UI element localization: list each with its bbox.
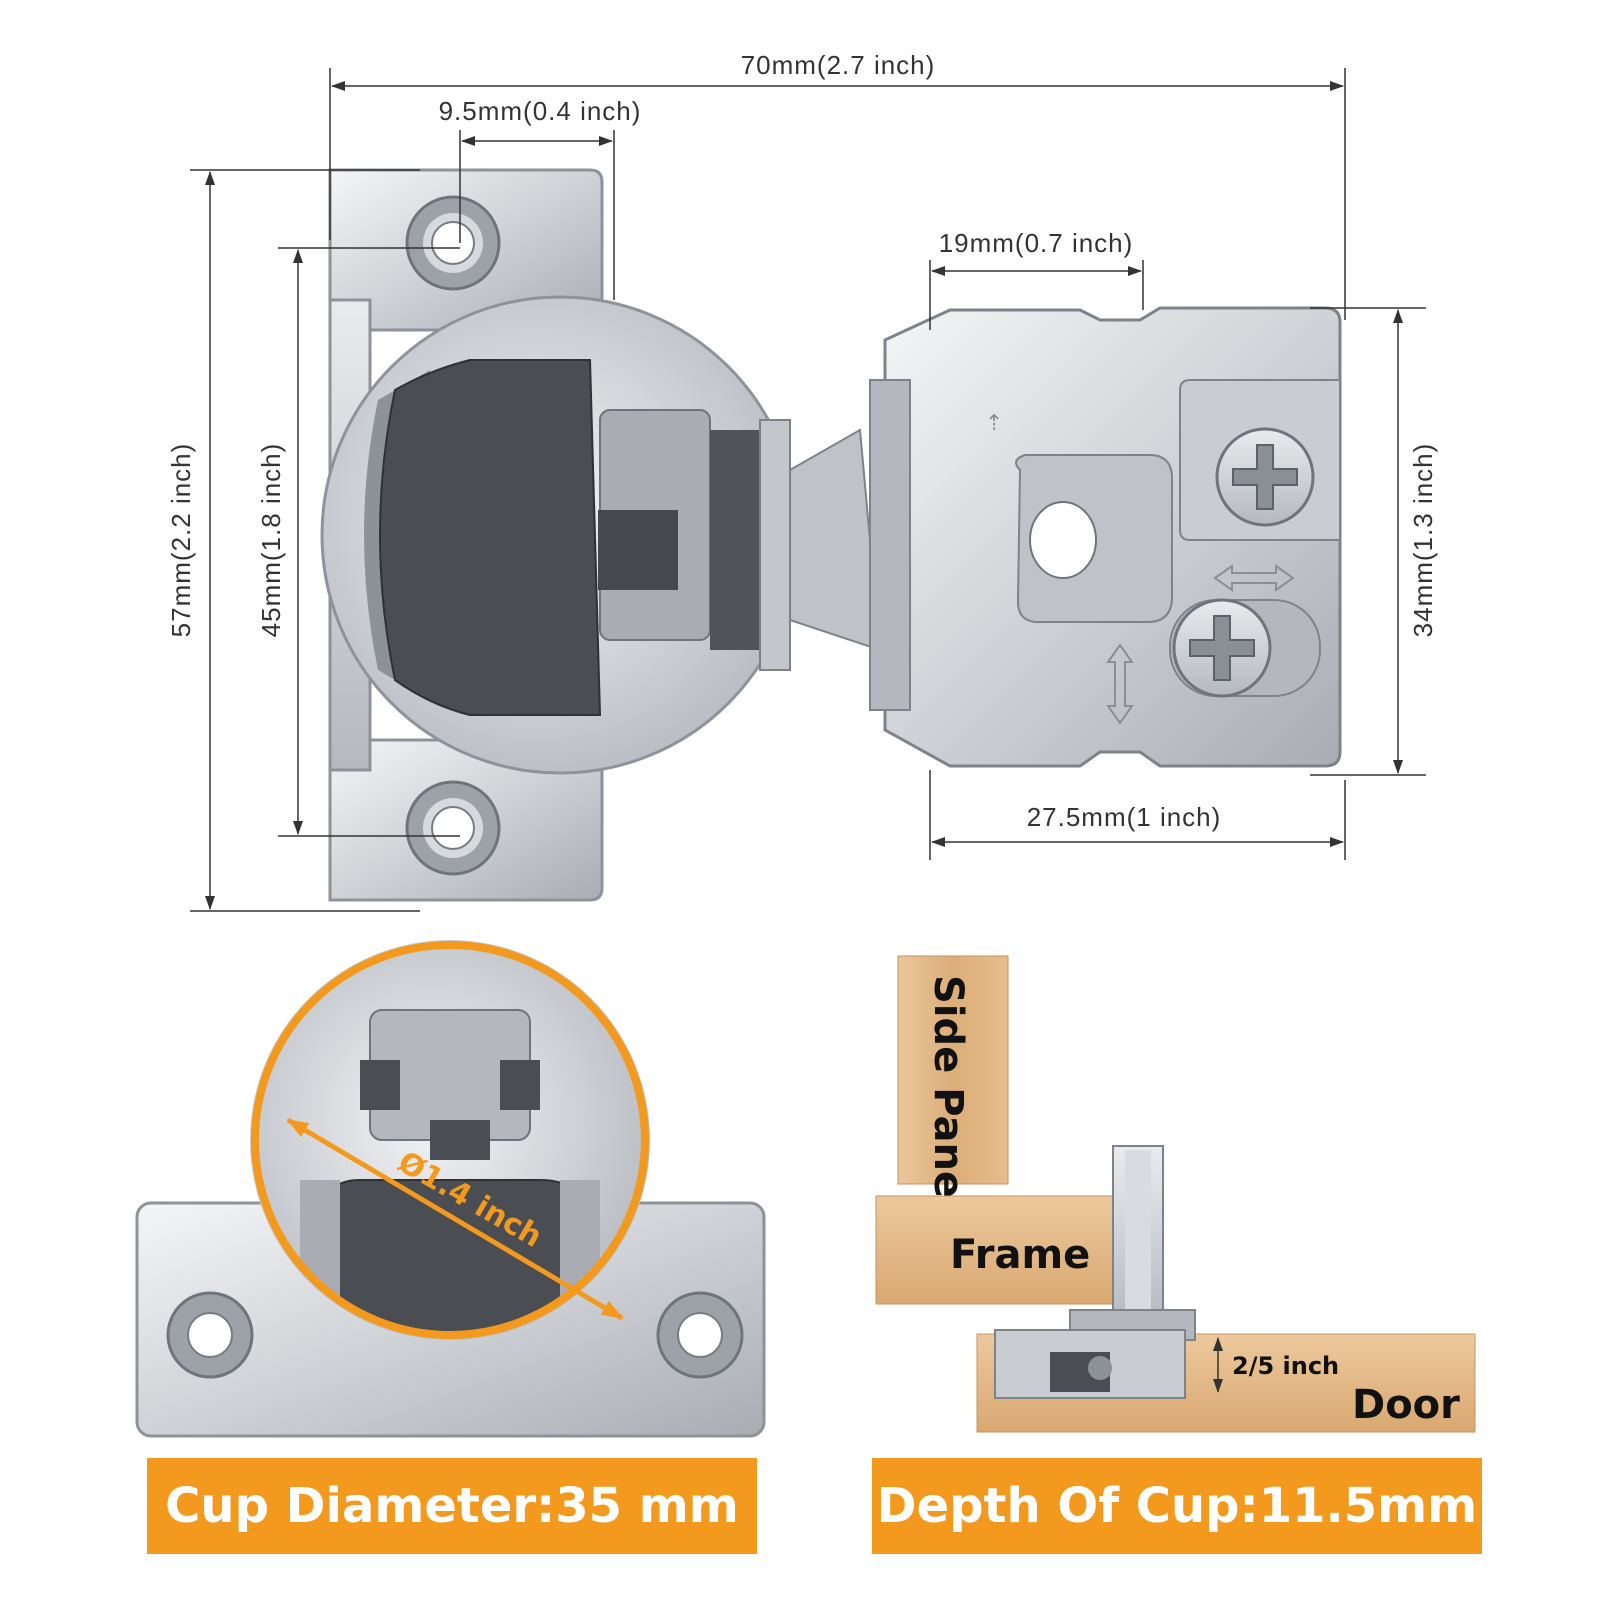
side-panel-label: Side Panel xyxy=(925,975,971,1212)
arm-height-label: 34mm(1.3 inch) xyxy=(1408,443,1438,638)
side-panel: Side Panel xyxy=(897,955,1009,1212)
cup-depth-banner: Depth Of Cup:11.5mm xyxy=(872,1458,1482,1554)
cup-depth-text: Depth Of Cup:11.5mm xyxy=(876,1478,1478,1534)
mounting-plate xyxy=(328,168,604,902)
vertical-adjust-arrow-icon xyxy=(1106,643,1134,725)
frame: Frame xyxy=(875,1195,1117,1305)
hole-spacing-label: 45mm(1.8 inch) xyxy=(256,443,286,638)
bottom-screw-hole xyxy=(405,780,501,876)
horizontal-adjust-arrow-icon xyxy=(1213,564,1295,592)
door-label: Door xyxy=(1352,1382,1460,1428)
arm-length-label: 27.5mm(1 inch) xyxy=(1027,802,1222,832)
overlay-label: 2/5 inch xyxy=(1232,1352,1339,1380)
overlay-dimension: 2/5 inch xyxy=(1213,1337,1339,1393)
dimension-lines xyxy=(190,68,1426,912)
plate-height-label: 57mm(2.2 inch) xyxy=(166,443,196,638)
hole-offset-label: 9.5mm(0.4 inch) xyxy=(439,96,642,126)
frame-label: Frame xyxy=(950,1232,1090,1278)
top-screw-hole xyxy=(405,195,501,291)
arm-offset-label: 19mm(0.7 inch) xyxy=(939,228,1134,258)
hinge-cup xyxy=(320,295,800,775)
lower-adjustment-screw xyxy=(1169,598,1321,698)
svg-text:⇡: ⇡ xyxy=(985,411,1003,436)
installed-hinge xyxy=(994,1145,1196,1399)
total-width-label: 70mm(2.7 inch) xyxy=(741,50,936,80)
upper-adjustment-screw xyxy=(1179,379,1341,541)
cup-diameter-text: Cup Diameter:35 mm xyxy=(165,1478,739,1534)
cup-zoom-view: Ø1.4 inch xyxy=(250,940,650,1340)
cup-diameter-banner: Cup Diameter:35 mm xyxy=(147,1458,757,1554)
